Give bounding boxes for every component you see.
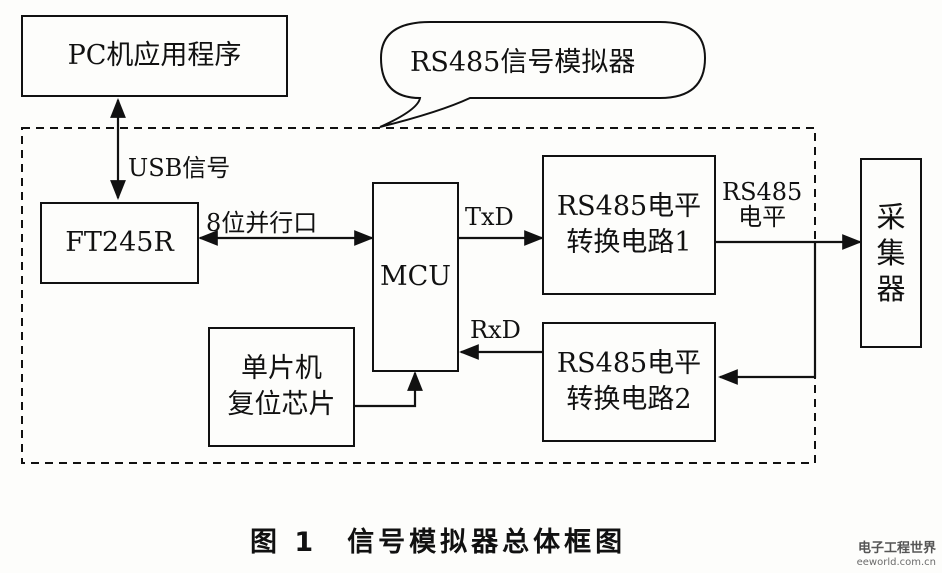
rs485-loopback-line (718, 242, 817, 385)
rs485-level-line2: 电平 (738, 203, 787, 232)
callout-text: RS485信号模拟器 (410, 47, 636, 78)
conv1-line1: RS485电平 (556, 190, 702, 222)
rs485-level-label: RS485 电平 (722, 178, 803, 232)
usb-signal-label: USB信号 (128, 154, 231, 182)
watermark: 电子工程世界 eeworld.com.cn (857, 541, 936, 569)
pc-application-box: PC机应用程序 (21, 15, 288, 97)
rs485-converter-1-box: RS485电平 转换电路1 (542, 155, 716, 295)
conv2-line2: 转换电路2 (566, 384, 692, 415)
figure-number: 图 1 (250, 527, 318, 558)
watermark-name: 电子工程世界 (857, 541, 936, 557)
figure-caption: 图 1 信号模拟器总体框图 (250, 520, 710, 559)
conv1-line2: 转换电路1 (566, 227, 692, 258)
reset-chip-box: 单片机 复位芯片 (208, 327, 355, 447)
reset-chip-line2: 复位芯片 (227, 389, 336, 420)
collector-char2: 集 (876, 235, 906, 270)
rxd-label: RxD (470, 316, 521, 344)
reset-arrow (355, 371, 423, 408)
watermark-url: eeworld.com.cn (856, 557, 936, 568)
txd-label: TxD (465, 203, 514, 231)
figure-title: 信号模拟器总体框图 (347, 527, 627, 558)
simulator-boundary (21, 127, 816, 464)
conv2-line1: RS485电平 (556, 347, 702, 379)
collector-box: 采 集 器 (860, 158, 922, 348)
parallel-port-label: 8位并行口 (206, 209, 318, 237)
ft245r-box: FT245R (40, 202, 199, 284)
rs485-level-line1: RS485 (722, 178, 803, 206)
rs485-converter-2-box: RS485电平 转换电路2 (542, 322, 716, 442)
reset-chip-line1: 单片机 (241, 352, 322, 384)
callout-bubble (379, 21, 707, 128)
mcu-box: MCU (372, 182, 459, 372)
collector-char1: 采 (876, 199, 906, 234)
collector-char3: 器 (876, 272, 906, 307)
